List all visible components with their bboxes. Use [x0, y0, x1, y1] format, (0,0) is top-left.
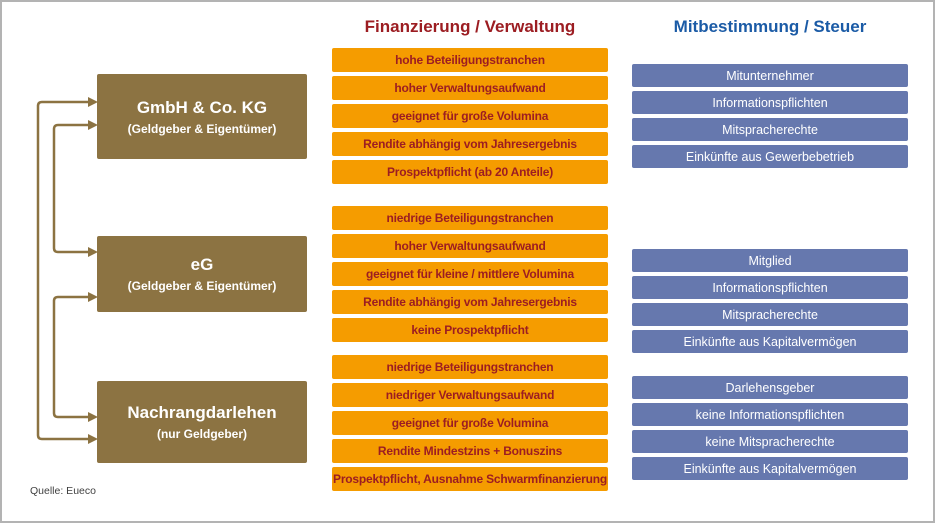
finance-item: niedrige Beteiligungstranchen: [332, 206, 608, 230]
finance-item: Prospektpflicht (ab 20 Anteile): [332, 160, 608, 184]
entity-title: eG: [190, 255, 214, 274]
finance-item: Prospektpflicht, Ausnahme Schwarmfinanzi…: [332, 467, 608, 491]
finance-column-header: Finanzierung / Verwaltung: [364, 17, 576, 36]
arrowhead-icon: [88, 292, 98, 302]
tax-item: Mitunternehmer: [632, 64, 908, 87]
entity-subtitle: (nur Geldgeber): [156, 427, 247, 441]
finance-item: niedriger Verwaltungsaufwand: [332, 383, 608, 407]
tax-item: Mitglied: [632, 249, 908, 272]
arrowhead-icon: [88, 434, 98, 444]
tax-item: Mitspracherechte: [632, 118, 908, 141]
tax-group-nachrangdarlehen: Darlehensgeber keine Informationspflicht…: [632, 376, 908, 484]
tax-item: Informationspflichten: [632, 276, 908, 299]
connector-upper-bracket: [52, 123, 90, 254]
arrowhead-icons: [88, 97, 98, 444]
arrowhead-icon: [88, 97, 98, 107]
tax-item: Informationspflichten: [632, 91, 908, 114]
tax-item: Darlehensgeber: [632, 376, 908, 399]
tax-item: Einkünfte aus Gewerbebetrieb: [632, 145, 908, 168]
finance-item: hoher Verwaltungsaufwand: [332, 234, 608, 258]
finance-item: Rendite abhängig vom Jahresergebnis: [332, 290, 608, 314]
tax-item: Einkünfte aus Kapitalvermögen: [632, 457, 908, 480]
finance-item: hohe Beteiligungstranchen: [332, 48, 608, 72]
finance-item: Rendite abhängig vom Jahresergebnis: [332, 132, 608, 156]
tax-group-gmbh: Mitunternehmer Informationspflichten Mit…: [632, 64, 908, 172]
finance-group-eg: niedrige Beteiligungstranchen hoher Verw…: [332, 206, 608, 346]
tax-item: Mitspracherechte: [632, 303, 908, 326]
tax-column-header: Mitbestimmung / Steuer: [673, 17, 867, 36]
entity-box-nachrangdarlehen: Nachrangdarlehen (nur Geldgeber): [97, 381, 307, 463]
finance-group-gmbh: hohe Beteiligungstranchen hoher Verwaltu…: [332, 48, 608, 188]
finance-item: keine Prospektpflicht: [332, 318, 608, 342]
finance-item: Rendite Mindestzins + Bonuszins: [332, 439, 608, 463]
finance-item: niedrige Beteiligungstranchen: [332, 355, 608, 379]
tax-group-eg: Mitglied Informationspflichten Mitsprach…: [632, 249, 908, 357]
finance-item: geeignet für große Volumina: [332, 411, 608, 435]
finance-item: hoher Verwaltungsaufwand: [332, 76, 608, 100]
finance-group-nachrangdarlehen: niedrige Beteiligungstranchen niedriger …: [332, 355, 608, 495]
arrowhead-icon: [88, 120, 98, 130]
entity-title: Nachrangdarlehen: [127, 403, 277, 422]
connector-lower-bracket: [52, 295, 90, 419]
arrowhead-icon: [88, 247, 98, 257]
connector-outer-bracket: [36, 100, 90, 441]
source-credit: Quelle: Eueco: [30, 485, 96, 497]
entity-subtitle: (Geldgeber & Eigentümer): [127, 121, 277, 136]
tax-item: keine Informationspflichten: [632, 403, 908, 426]
entity-box-gmbh-co-kg: GmbH & Co. KG (Geldgeber & Eigentümer): [97, 74, 307, 159]
finance-item: geeignet für kleine / mittlere Volumina: [332, 262, 608, 286]
arrowhead-icon: [88, 412, 98, 422]
entity-subtitle: (Geldgeber & Eigentümer): [127, 279, 277, 293]
entity-title: GmbH & Co. KG: [136, 97, 268, 117]
finance-item: geeignet für große Volumina: [332, 104, 608, 128]
tax-item: Einkünfte aus Kapitalvermögen: [632, 330, 908, 353]
entity-box-eg: eG (Geldgeber & Eigentümer): [97, 236, 307, 312]
tax-item: keine Mitspracherechte: [632, 430, 908, 453]
